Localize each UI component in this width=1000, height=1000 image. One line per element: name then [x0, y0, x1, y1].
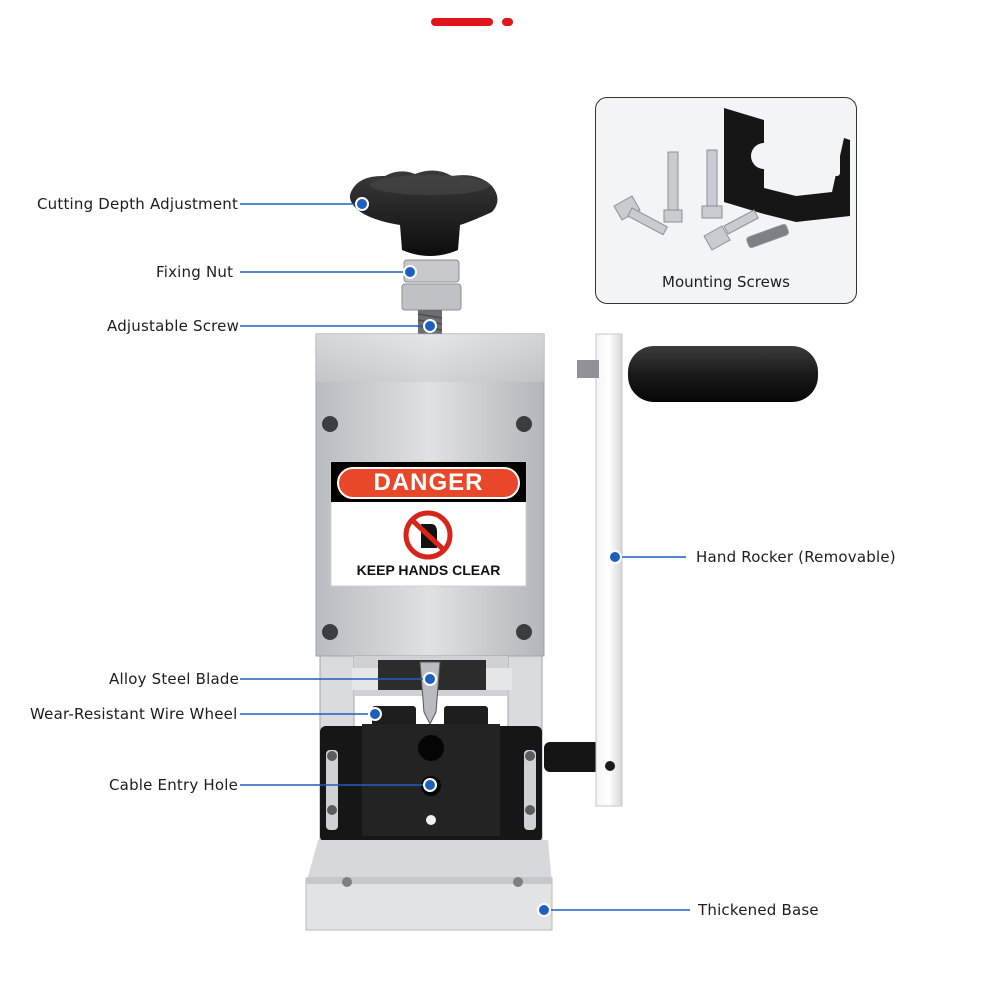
- mounting-screws-inset: Mounting Screws: [595, 97, 857, 304]
- marker-cable-entry: [423, 778, 437, 792]
- marker-alloy-blade: [423, 672, 437, 686]
- hand-rocker: [577, 333, 818, 807]
- mounting-screws-illustration: [613, 108, 850, 251]
- label-cutting-depth: Cutting Depth Adjustment: [37, 195, 239, 213]
- accent-bar: [431, 18, 513, 26]
- label-hand-rocker: Hand Rocker (Removable): [696, 548, 896, 566]
- mounting-screws-caption: Mounting Screws: [662, 273, 790, 291]
- label-thickened-base: Thickened Base: [698, 901, 819, 919]
- label-wire-wheel: Wear-Resistant Wire Wheel: [30, 705, 238, 723]
- mounting-bracket: [724, 108, 850, 222]
- label-cable-entry: Cable Entry Hole: [109, 776, 239, 794]
- cutting-depth-knob: [350, 170, 498, 256]
- danger-sign-message: KEEP HANDS CLEAR: [356, 562, 501, 578]
- label-adjustable-screw: Adjustable Screw: [107, 317, 240, 335]
- marker-hand-rocker: [608, 550, 622, 564]
- marker-adjustable-screw: [423, 319, 437, 333]
- label-alloy-blade: Alloy Steel Blade: [109, 670, 240, 688]
- thickened-base: [305, 840, 553, 931]
- marker-fixing-nut: [403, 265, 417, 279]
- mounting-bolts: [613, 149, 789, 251]
- wire-wheel: [372, 706, 488, 728]
- label-fixing-nut: Fixing Nut: [156, 263, 234, 281]
- danger-sign-header: DANGER: [373, 469, 484, 496]
- danger-sign: [330, 461, 527, 587]
- marker-thickened-base: [537, 903, 551, 917]
- marker-cutting-depth: [355, 197, 369, 211]
- marker-wire-wheel: [368, 707, 382, 721]
